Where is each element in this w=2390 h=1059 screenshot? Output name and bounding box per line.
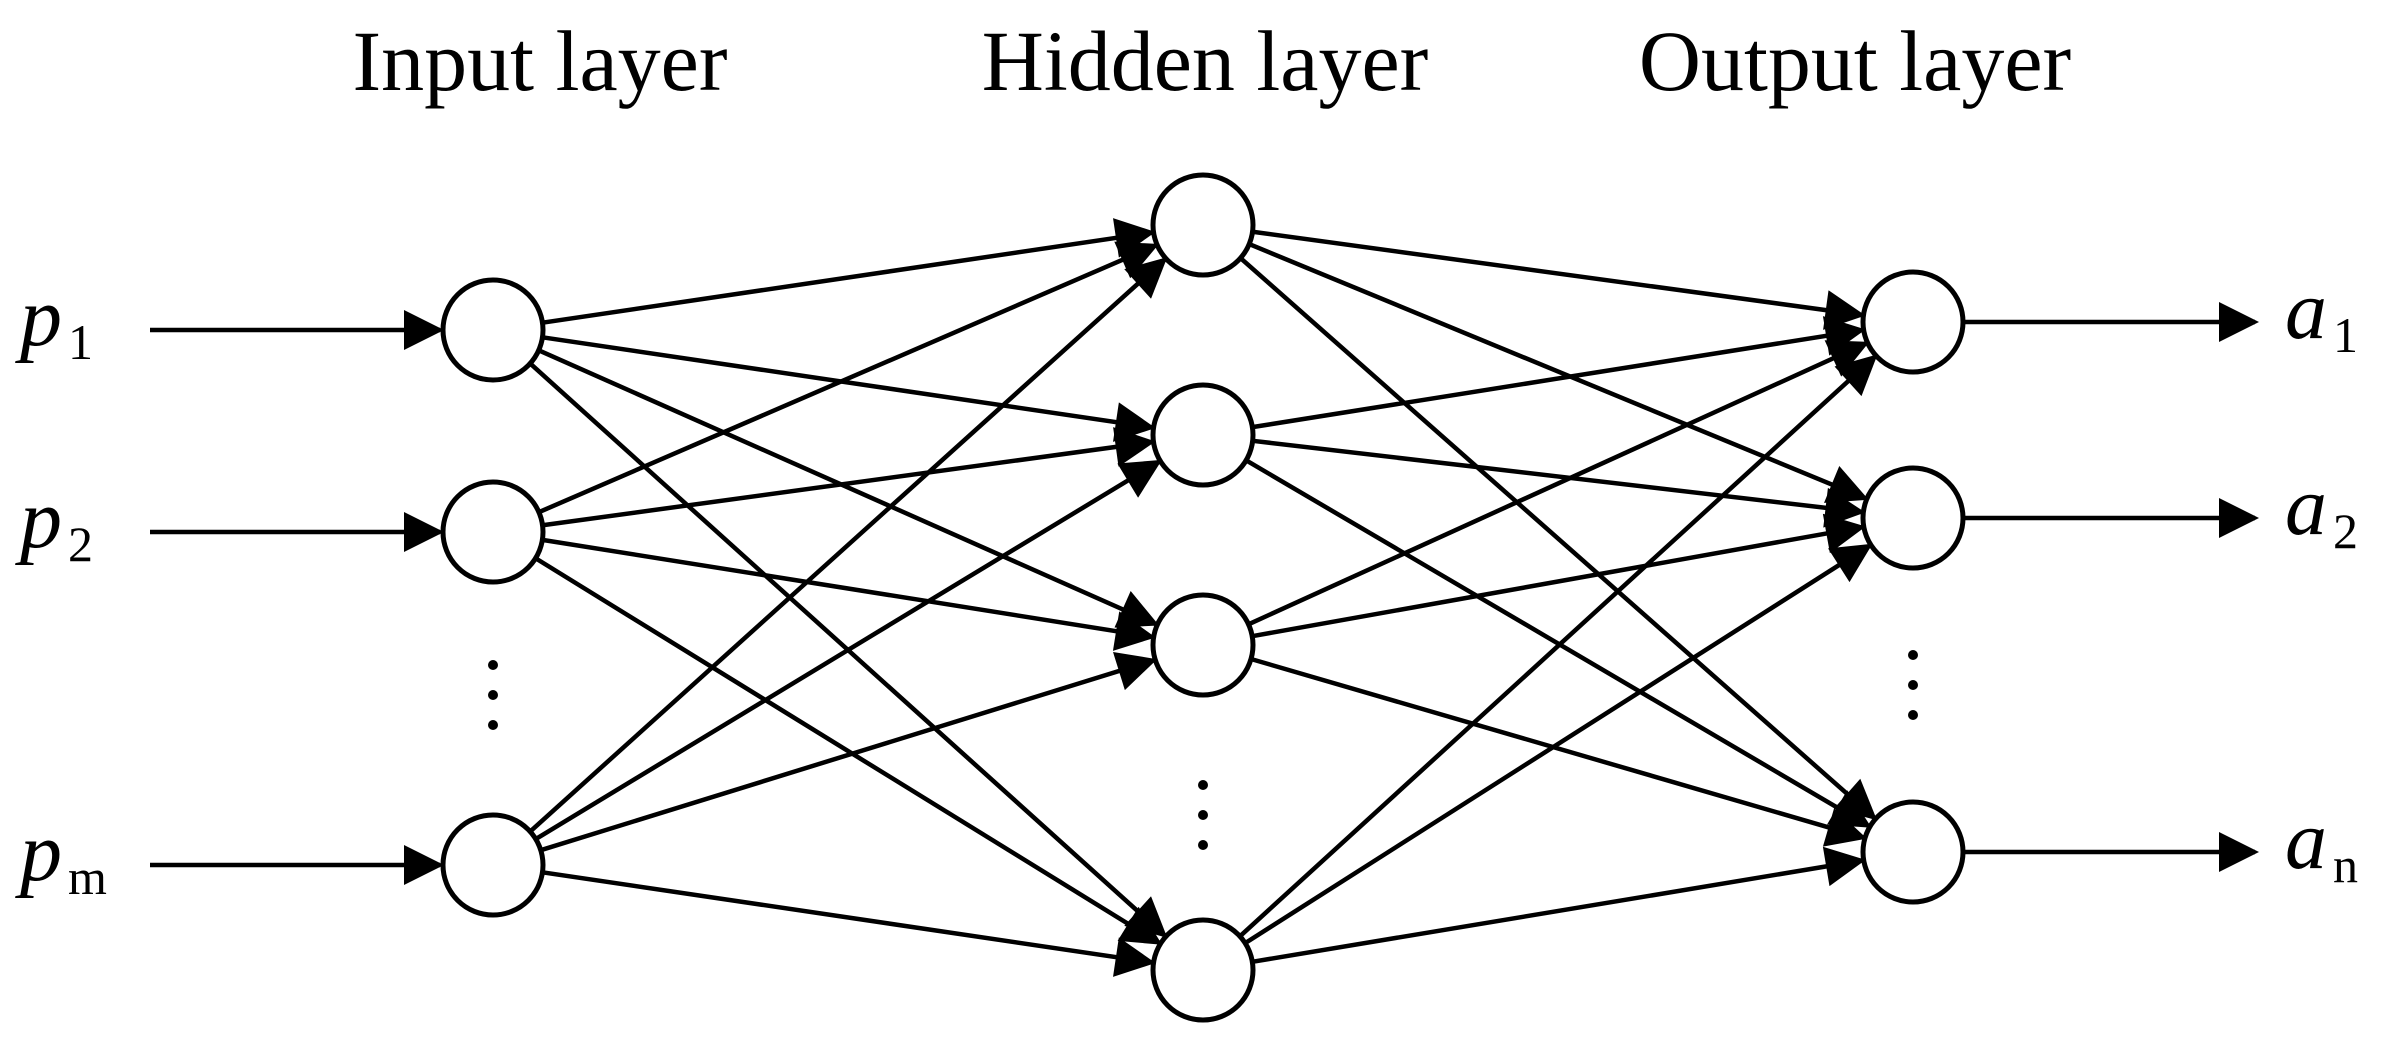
edge-hidden-4-output-3 [1251, 846, 1866, 965]
edge-input-2-hidden-4 [534, 556, 1163, 945]
edge-input-3-hidden-4 [542, 870, 1156, 977]
edge-input-2-hidden-2 [542, 427, 1156, 528]
hidden-ellipsis [1198, 780, 1208, 850]
output-arrows [1965, 302, 2259, 872]
output-node-3 [1860, 799, 1966, 905]
edge-input-2-hidden-1 [538, 241, 1159, 515]
input-arrows [150, 310, 444, 885]
edge-hidden-3-output-3 [1250, 656, 1867, 847]
output-node-2 [1860, 465, 1966, 571]
network-nodes [440, 172, 1966, 1023]
edge-input-1-hidden-1 [542, 218, 1156, 325]
edge-input-3-hidden-1 [528, 257, 1168, 834]
hidden-layer-title: Hidden layer [982, 13, 1429, 109]
input-ellipsis [488, 660, 498, 730]
connection-edges [528, 218, 1878, 977]
edge-hidden-2-output-1 [1252, 316, 1866, 430]
edge-hidden-3-output-1 [1247, 340, 1870, 627]
edge-hidden-1-output-2 [1248, 241, 1869, 503]
edge-input-3-hidden-3 [540, 651, 1158, 853]
input-node-3 [440, 812, 546, 918]
hidden-node-4 [1150, 917, 1256, 1023]
hidden-node-1 [1150, 172, 1256, 278]
edge-input-1-hidden-3 [537, 348, 1160, 628]
output-layer-title: Output layer [1639, 13, 2071, 109]
edge-input-2-hidden-3 [542, 537, 1156, 651]
edge-hidden-1-output-3 [1238, 256, 1878, 821]
input-node-1 [440, 277, 546, 383]
edge-hidden-2-output-2 [1252, 438, 1866, 528]
edge-hidden-4-output-2 [1243, 543, 1873, 946]
output-node-1 [1860, 269, 1966, 375]
input-node-2 [440, 479, 546, 585]
edge-hidden-2-output-3 [1244, 458, 1872, 828]
edge-hidden-1-output-1 [1252, 229, 1866, 330]
input-layer-title: Input layer [353, 13, 728, 109]
edge-input-3-hidden-2 [534, 459, 1162, 842]
edge-input-1-hidden-2 [542, 335, 1156, 442]
edge-hidden-3-output-2 [1251, 513, 1866, 639]
hidden-node-3 [1150, 592, 1256, 698]
output-ellipsis [1908, 650, 1918, 720]
hidden-node-2 [1150, 382, 1256, 488]
edge-hidden-4-output-1 [1238, 354, 1878, 938]
